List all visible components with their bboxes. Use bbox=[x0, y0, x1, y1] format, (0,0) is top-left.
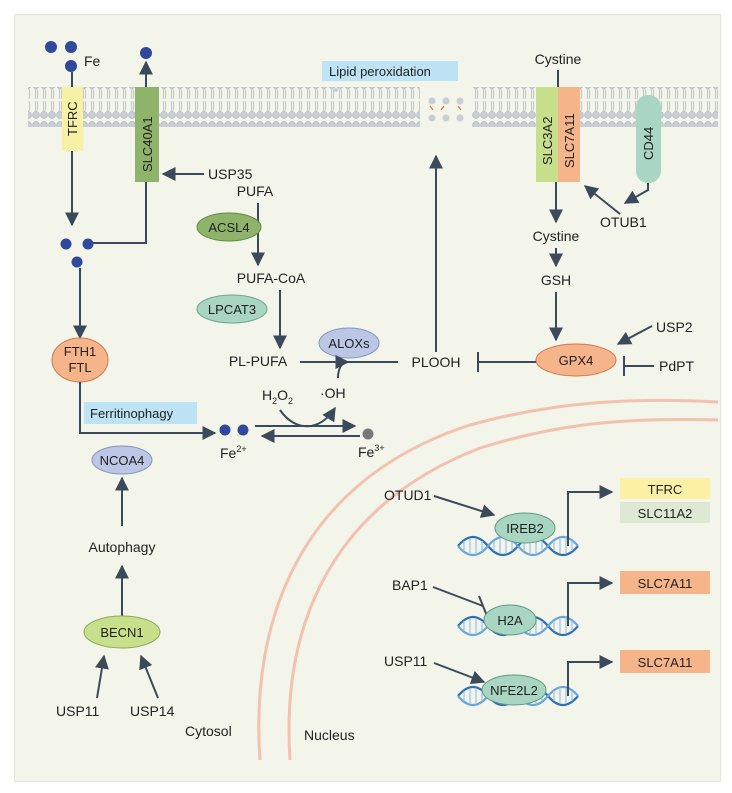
ferritinophagy-box bbox=[84, 402, 197, 424]
cd44-receptor bbox=[636, 95, 661, 183]
arrow-h2o2-to-oh bbox=[279, 406, 336, 428]
h2a-node bbox=[483, 604, 537, 636]
gpx4-label: GPX4 bbox=[559, 353, 594, 368]
pufa-coa-label: PUFA-CoA bbox=[237, 270, 306, 286]
ireb2-label: IREB2 bbox=[506, 521, 544, 536]
pdpt-label: PdPT bbox=[659, 358, 694, 374]
nucleus-label: Nucleus bbox=[304, 727, 355, 743]
plasma-membrane bbox=[28, 87, 718, 127]
pl-pufa-label: PL-PUFA bbox=[229, 353, 288, 369]
gpx4-node bbox=[535, 343, 617, 377]
otub1-label: OTUB1 bbox=[600, 214, 647, 230]
fe2-label: Fe2+ bbox=[220, 444, 247, 461]
lpcat3-label: LPCAT3 bbox=[208, 302, 256, 317]
slc40a1-exporter bbox=[135, 87, 159, 182]
ncoa4-node bbox=[91, 445, 153, 475]
slc7a11-gene2-label: SLC7A11 bbox=[638, 655, 693, 670]
arrow-usp11-to-becn1 bbox=[95, 654, 109, 699]
fe2-dot bbox=[219, 424, 231, 436]
slc3a2-transporter bbox=[536, 87, 558, 182]
tfrc-receptor-label: TFRC bbox=[65, 101, 80, 136]
slc7a11-gene1-label: SLC7A11 bbox=[638, 576, 693, 591]
fe3-dot bbox=[362, 428, 374, 440]
usp11-left-label: USP11 bbox=[56, 703, 100, 719]
lpcat3-node bbox=[196, 294, 268, 324]
cystine-inner-label: Cystine bbox=[533, 228, 580, 244]
plooh-label: PLOOH bbox=[411, 354, 460, 370]
fe-label: Fe bbox=[84, 53, 101, 69]
slc11a2-gene-box bbox=[620, 502, 710, 523]
cystine-top-label: Cystine bbox=[535, 51, 582, 67]
slc7a11-transporter-label: SLC7A11 bbox=[562, 113, 577, 168]
slc3a2-label: SLC3A2 bbox=[540, 117, 555, 165]
acsl4-label: ACSL4 bbox=[208, 220, 249, 235]
usp35-label: USP35 bbox=[208, 166, 253, 182]
pufa-label: PUFA bbox=[237, 183, 274, 199]
aloxs-label: ALOXs bbox=[328, 336, 370, 351]
slc40a1-label: SLC40A1 bbox=[140, 116, 155, 172]
lipid-peroxidation-box bbox=[322, 61, 458, 81]
usp14-label: USP14 bbox=[130, 703, 175, 719]
cd44-label: CD44 bbox=[641, 127, 656, 160]
nfe2l2-label: NFE2L2 bbox=[490, 683, 538, 698]
bap1-label: BAP1 bbox=[392, 577, 428, 593]
becn1-node bbox=[83, 615, 161, 649]
arrow-ferritinophagy bbox=[79, 382, 217, 440]
becn1-label: BECN1 bbox=[100, 625, 143, 640]
h2a-label: H2A bbox=[497, 613, 523, 628]
cytosol-label: Cytosol bbox=[185, 723, 232, 739]
arrow-cd44-to-otub1 bbox=[623, 183, 649, 204]
fth1-label: FTH1 bbox=[64, 344, 97, 359]
ireb2-node bbox=[494, 512, 556, 544]
autophagy-label: Autophagy bbox=[89, 539, 156, 555]
ftl-label: FTL bbox=[68, 360, 91, 375]
tfrc-gene-label: TFRC bbox=[648, 482, 683, 497]
slc11a2-gene-label: SLC11A2 bbox=[638, 506, 693, 521]
arrow-otud1-to-ireb2 bbox=[433, 495, 496, 518]
gsh-label: GSH bbox=[541, 272, 571, 288]
inhibit-bap1-h2a bbox=[432, 586, 484, 607]
fe2-dot bbox=[237, 424, 249, 436]
lipid-peroxidation-site bbox=[420, 85, 472, 129]
oxidized-lipid-heads bbox=[334, 88, 464, 122]
slc7a11-transporter bbox=[558, 87, 580, 182]
fe-extracellular-dots bbox=[45, 41, 152, 72]
tfrc-gene-box bbox=[620, 478, 710, 499]
arrow-otub1-to-slc7a11 bbox=[583, 185, 621, 215]
otud1-label: OTUD1 bbox=[384, 487, 432, 503]
ferritinophagy-label: Ferritinophagy bbox=[90, 406, 174, 421]
lipid-peroxidation-label: Lipid peroxidation bbox=[329, 64, 431, 79]
nfe2l2-node bbox=[481, 674, 547, 706]
slc7a11-gene2-box bbox=[620, 650, 710, 673]
ncoa4-label: NCOA4 bbox=[100, 453, 145, 468]
arrow-oh-to-aloxs bbox=[335, 355, 350, 379]
arrow-ireb2-targets bbox=[567, 485, 614, 546]
fe-intracellular-dots bbox=[60, 238, 94, 268]
usp2-label: USP2 bbox=[656, 319, 693, 335]
nuclear-envelope-outer bbox=[257, 398, 719, 761]
slc7a11-gene1-box bbox=[620, 571, 710, 594]
hydroxyl-radical-label: ·OH bbox=[320, 385, 346, 401]
line-iron-to-slc40a1 bbox=[93, 182, 147, 244]
arrow-usp2-to-gpx4 bbox=[616, 325, 653, 345]
h2o2-label: H2O2 bbox=[262, 387, 293, 406]
fe3-label: Fe3+ bbox=[358, 443, 385, 460]
diagram-background bbox=[14, 14, 721, 782]
nuclear-envelope-inner bbox=[287, 417, 719, 761]
acsl4-node bbox=[196, 212, 262, 242]
tfrc-receptor bbox=[62, 87, 83, 151]
arrow-nfe2l2-target bbox=[567, 655, 614, 696]
arrow-h2a-target bbox=[567, 576, 614, 626]
arrow-usp14-to-becn1 bbox=[139, 654, 159, 699]
arrow-usp11-to-nfe2l2 bbox=[433, 662, 486, 685]
usp11-right-label: USP11 bbox=[384, 653, 428, 669]
